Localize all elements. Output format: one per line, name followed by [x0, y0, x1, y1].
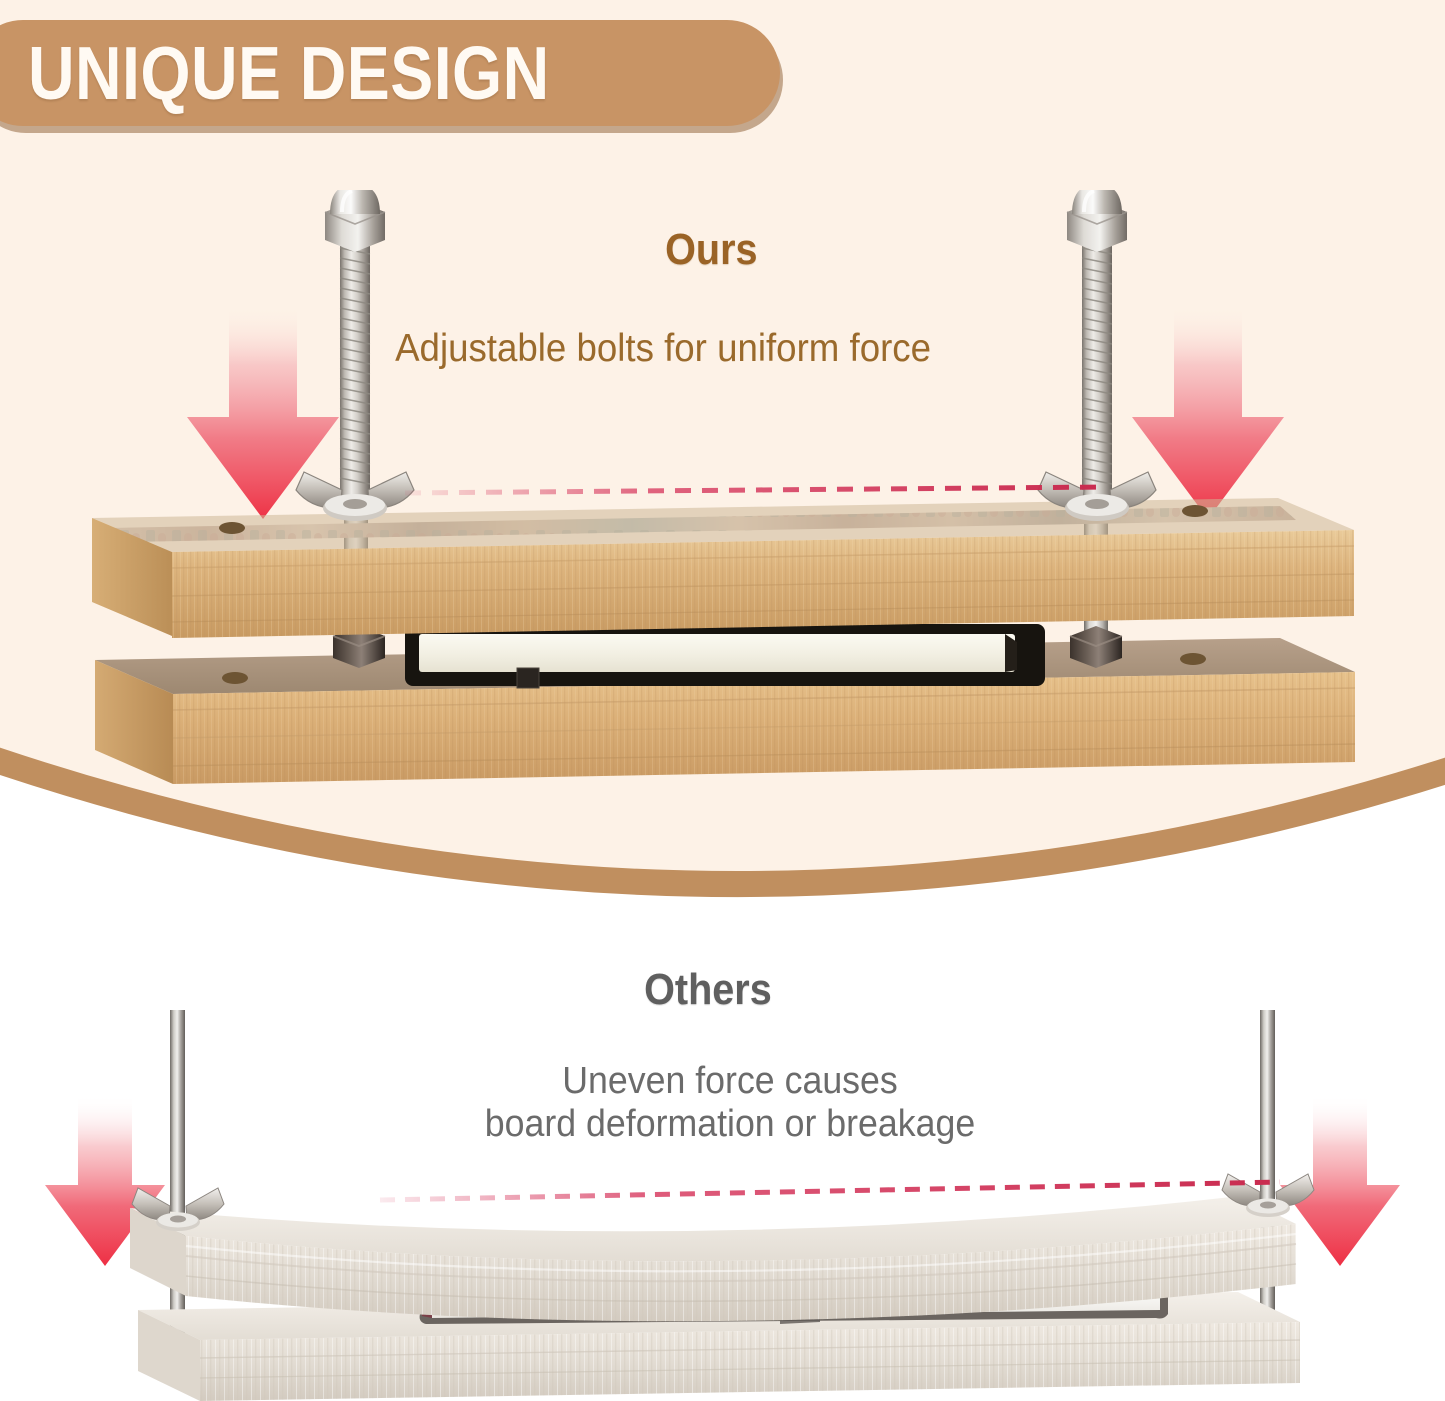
page-title: UNIQUE DESIGN [28, 30, 550, 115]
force-arrow-right-ours [1132, 305, 1284, 519]
wing-nut-left-ours [295, 471, 415, 521]
hex-nut-left-ours [332, 626, 386, 668]
ours-heading: Ours [665, 225, 758, 274]
banner-pill: UNIQUE DESIGN [0, 20, 780, 126]
others-caption: Uneven force causes board deformation or… [406, 1060, 1055, 1147]
force-arrow-left-ours [187, 305, 339, 519]
pressed-notebook-ours [405, 624, 1045, 689]
wing-nut-right-ours [1037, 471, 1157, 521]
ours-caption: Adjustable bolts for uniform force [395, 327, 932, 370]
adjustable-bolt-left-ours [295, 190, 415, 521]
adjustable-bolt-right-ours [1037, 190, 1157, 521]
others-heading: Others [644, 965, 772, 1014]
reference-line-ours [405, 484, 1105, 496]
others-caption-line2: board deformation or breakage [484, 1103, 976, 1146]
top-bamboo-board-ours [92, 498, 1354, 638]
hex-nut-right-ours [1069, 626, 1123, 668]
others-caption-line1: Uneven force causes [562, 1060, 898, 1102]
header-banner: UNIQUE DESIGN [0, 20, 780, 126]
reference-line-others [379, 1179, 1281, 1203]
